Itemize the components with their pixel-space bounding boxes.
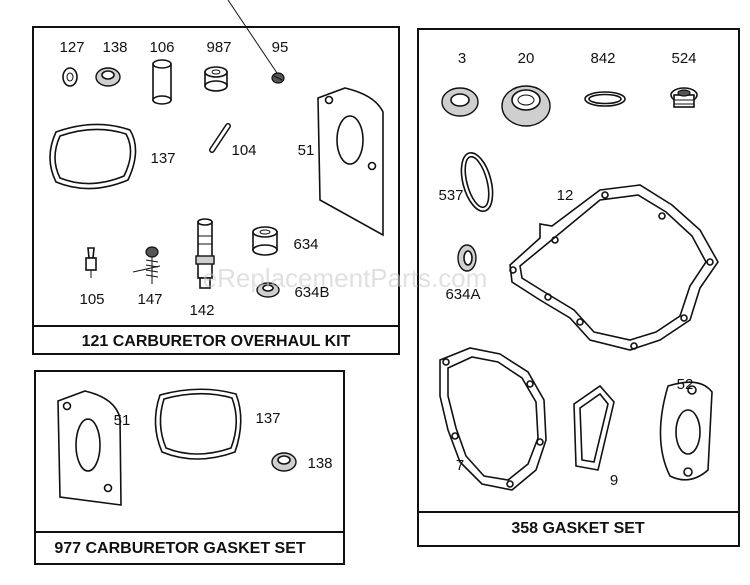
part-label-147: 147 [137, 291, 162, 308]
part-634-sleeve [252, 226, 278, 256]
358-label-20: 20 [518, 50, 535, 67]
358-label-7: 7 [456, 457, 464, 474]
part-label-138: 138 [102, 39, 127, 56]
part-9-gasket [573, 384, 615, 471]
gasket-set-label-137: 137 [255, 410, 280, 427]
leader-line [227, 0, 278, 74]
part-label-634: 634 [293, 236, 318, 253]
part-3-seal [441, 87, 479, 117]
part-138-carb-seal [271, 452, 297, 472]
358-label-9: 9 [610, 472, 618, 489]
part-label-104: 104 [231, 142, 256, 159]
gasket-set-frame [34, 370, 345, 565]
part-147-screw [132, 246, 161, 284]
part-987-bushing [204, 66, 228, 92]
358-label-634a: 634A [445, 286, 480, 303]
part-137-ring [49, 123, 137, 190]
gasket-set-label-51: 51 [114, 412, 131, 429]
part-12-crankcase-gasket [509, 184, 719, 351]
358-label-524: 524 [671, 50, 696, 67]
gasket-set-358-panel: 358 GASKET SET 3 20 842 524 [417, 28, 740, 547]
part-137-carb-ring [154, 388, 242, 460]
gasket-set-label-138: 138 [307, 455, 332, 472]
part-label-105: 105 [79, 291, 104, 308]
part-51-gasket [317, 87, 384, 237]
part-634a-oring [457, 244, 477, 272]
part-634b-oring [256, 282, 280, 298]
358-label-3: 3 [458, 50, 466, 67]
part-537-oring [460, 151, 494, 213]
part-label-127: 127 [59, 39, 84, 56]
part-label-142: 142 [189, 302, 214, 319]
part-7-head-gasket [439, 347, 547, 491]
part-106-cylinder [152, 59, 172, 105]
overhaul-kit-title: 121 CARBURETOR OVERHAUL KIT [82, 333, 351, 350]
part-label-106: 106 [149, 39, 174, 56]
part-label-51: 51 [298, 142, 315, 159]
part-842-oring [584, 91, 626, 107]
part-142-nozzle [195, 218, 215, 289]
watermark: eReplacementParts.com [203, 263, 488, 293]
carburetor-gasket-set-panel: 977 CARBURETOR GASKET SET 51 137 138 [34, 370, 345, 565]
overhaul-kit-frame [32, 26, 400, 355]
part-95-screw [271, 72, 285, 84]
358-label-52: 52 [677, 376, 694, 393]
part-524-plug [670, 87, 698, 108]
358-label-12: 12 [557, 187, 574, 204]
part-label-987: 987 [206, 39, 231, 56]
part-104-pin [209, 123, 231, 153]
358-set-frame [417, 28, 740, 547]
carburetor-overhaul-kit-panel: 121 CARBURETOR OVERHAUL KIT 127 138 106 … [32, 26, 400, 355]
358-set-title: 358 GASKET SET [511, 520, 645, 537]
part-51-carb-gasket [57, 390, 122, 506]
358-label-842: 842 [590, 50, 615, 67]
part-label-95: 95 [272, 39, 289, 56]
358-label-537: 537 [438, 187, 463, 204]
part-label-137: 137 [150, 150, 175, 167]
part-105-needle [85, 247, 97, 278]
part-20-oil-seal [501, 85, 551, 127]
part-138-seal [95, 67, 121, 87]
part-127-washer [62, 67, 78, 87]
part-52-breather-gasket [659, 381, 713, 481]
gasket-set-title: 977 CARBURETOR GASKET SET [54, 540, 306, 557]
part-label-634b: 634B [294, 284, 329, 301]
